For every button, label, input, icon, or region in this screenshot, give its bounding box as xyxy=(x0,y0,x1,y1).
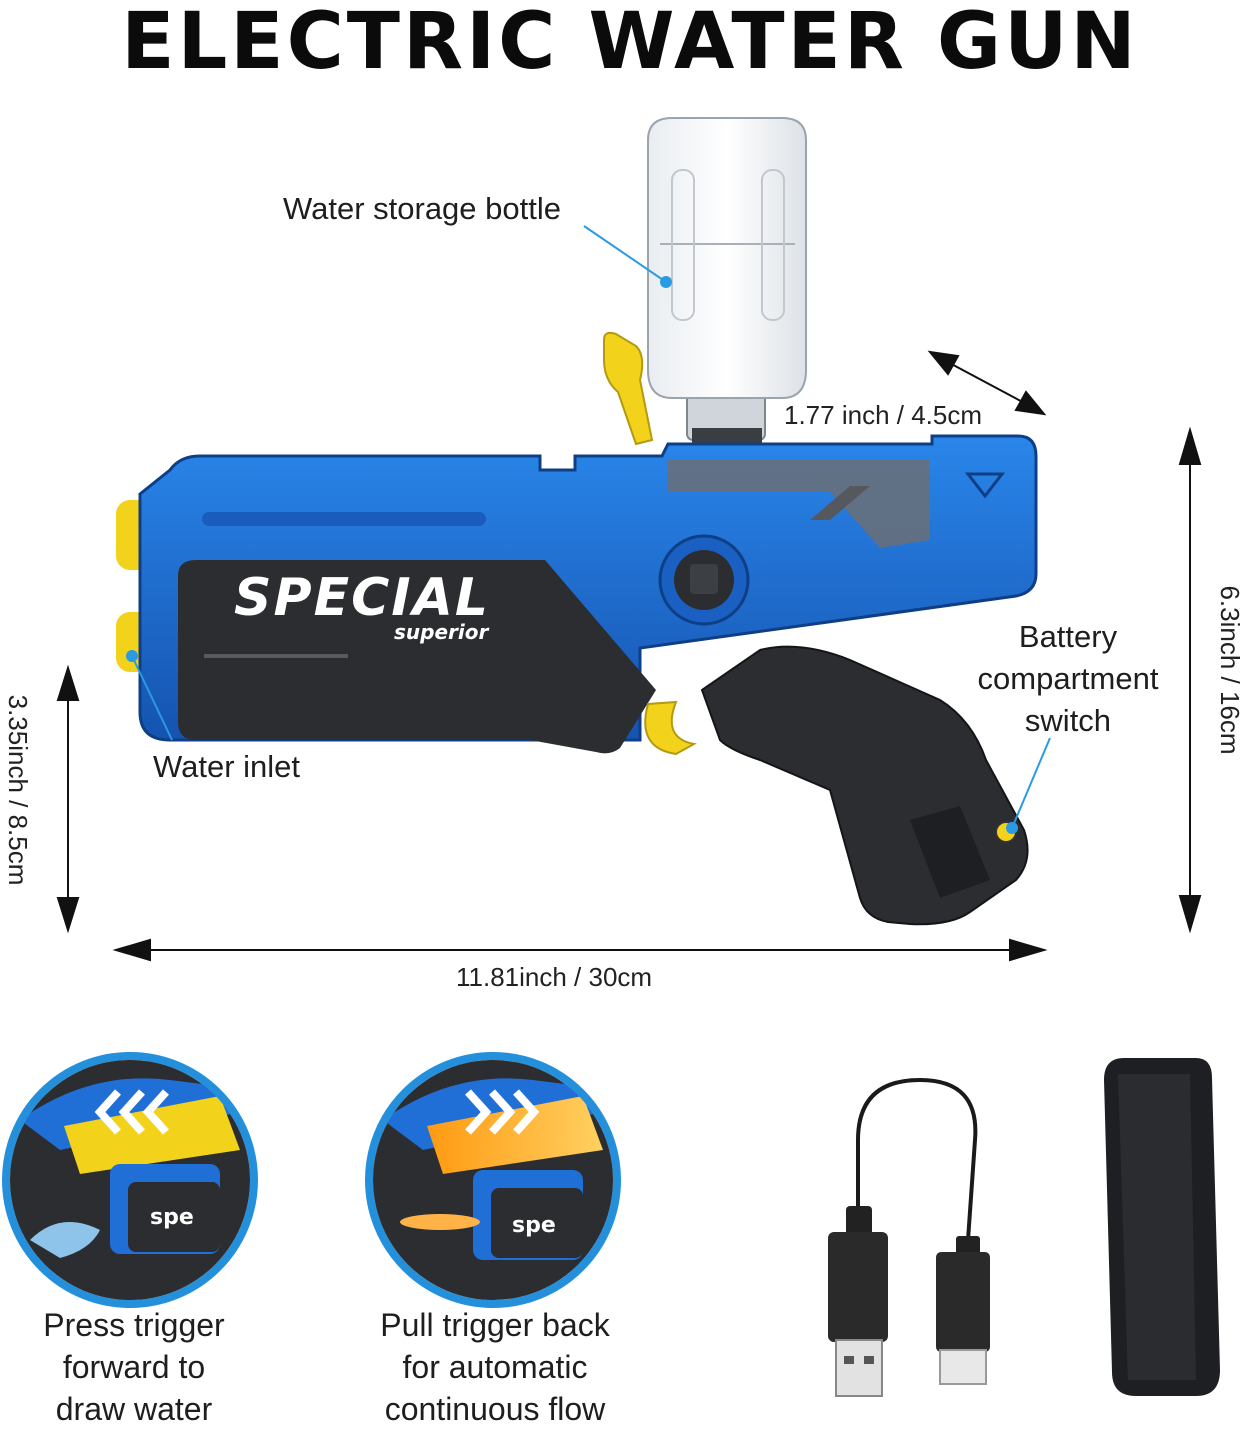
gun-subbrand: superior xyxy=(394,620,489,644)
dimension-arrows xyxy=(56,350,1202,962)
chevron-right-icon xyxy=(465,1089,540,1135)
caption-draw-water: Press trigger forward to draw water xyxy=(0,1304,268,1430)
label-battery-line1: Battery xyxy=(1018,619,1118,654)
caption-line: draw water xyxy=(55,1391,213,1427)
page-title: ELECTRIC WATER GUN xyxy=(121,0,1139,87)
caption-line: continuous flow xyxy=(384,1391,606,1427)
mini-brand: spe xyxy=(512,1213,556,1238)
dim-bottle-width: 1.77 inch / 4.5cm xyxy=(784,400,982,430)
caption-line: Press trigger xyxy=(43,1307,225,1343)
yellow-sight xyxy=(603,331,654,446)
label-battery-line3: switch xyxy=(1024,703,1112,738)
mode-continuous-flow-image: spe xyxy=(365,1052,621,1308)
caption-continuous-flow: Pull trigger back for automatic continuo… xyxy=(340,1304,650,1430)
usb-charging-cable xyxy=(828,1077,990,1397)
water-gun-body xyxy=(116,434,1038,926)
label-water-storage-bottle: Water storage bottle xyxy=(283,191,561,226)
dim-height: 6.3inch / 16cm xyxy=(1215,585,1245,755)
callout-lines xyxy=(126,225,1051,834)
mini-brand: spe xyxy=(150,1205,194,1230)
mode-draw-water-image: spe xyxy=(2,1052,258,1308)
label-battery-line2: compartment xyxy=(977,661,1159,696)
caption-line: forward to xyxy=(62,1349,206,1385)
gun-brand: SPECIAL xyxy=(234,568,490,628)
label-water-inlet: Water inlet xyxy=(153,749,301,784)
water-bottle xyxy=(647,117,807,452)
battery-pack xyxy=(1104,1058,1220,1396)
chevron-left-icon xyxy=(94,1089,169,1135)
dim-length: 11.81inch / 30cm xyxy=(456,962,653,992)
label-battery-switch: Battery compartment switch xyxy=(960,616,1176,742)
caption-line: Pull trigger back xyxy=(380,1307,610,1343)
dim-grip-height: 3.35inch / 8.5cm xyxy=(3,694,33,886)
caption-line: for automatic xyxy=(402,1349,588,1385)
